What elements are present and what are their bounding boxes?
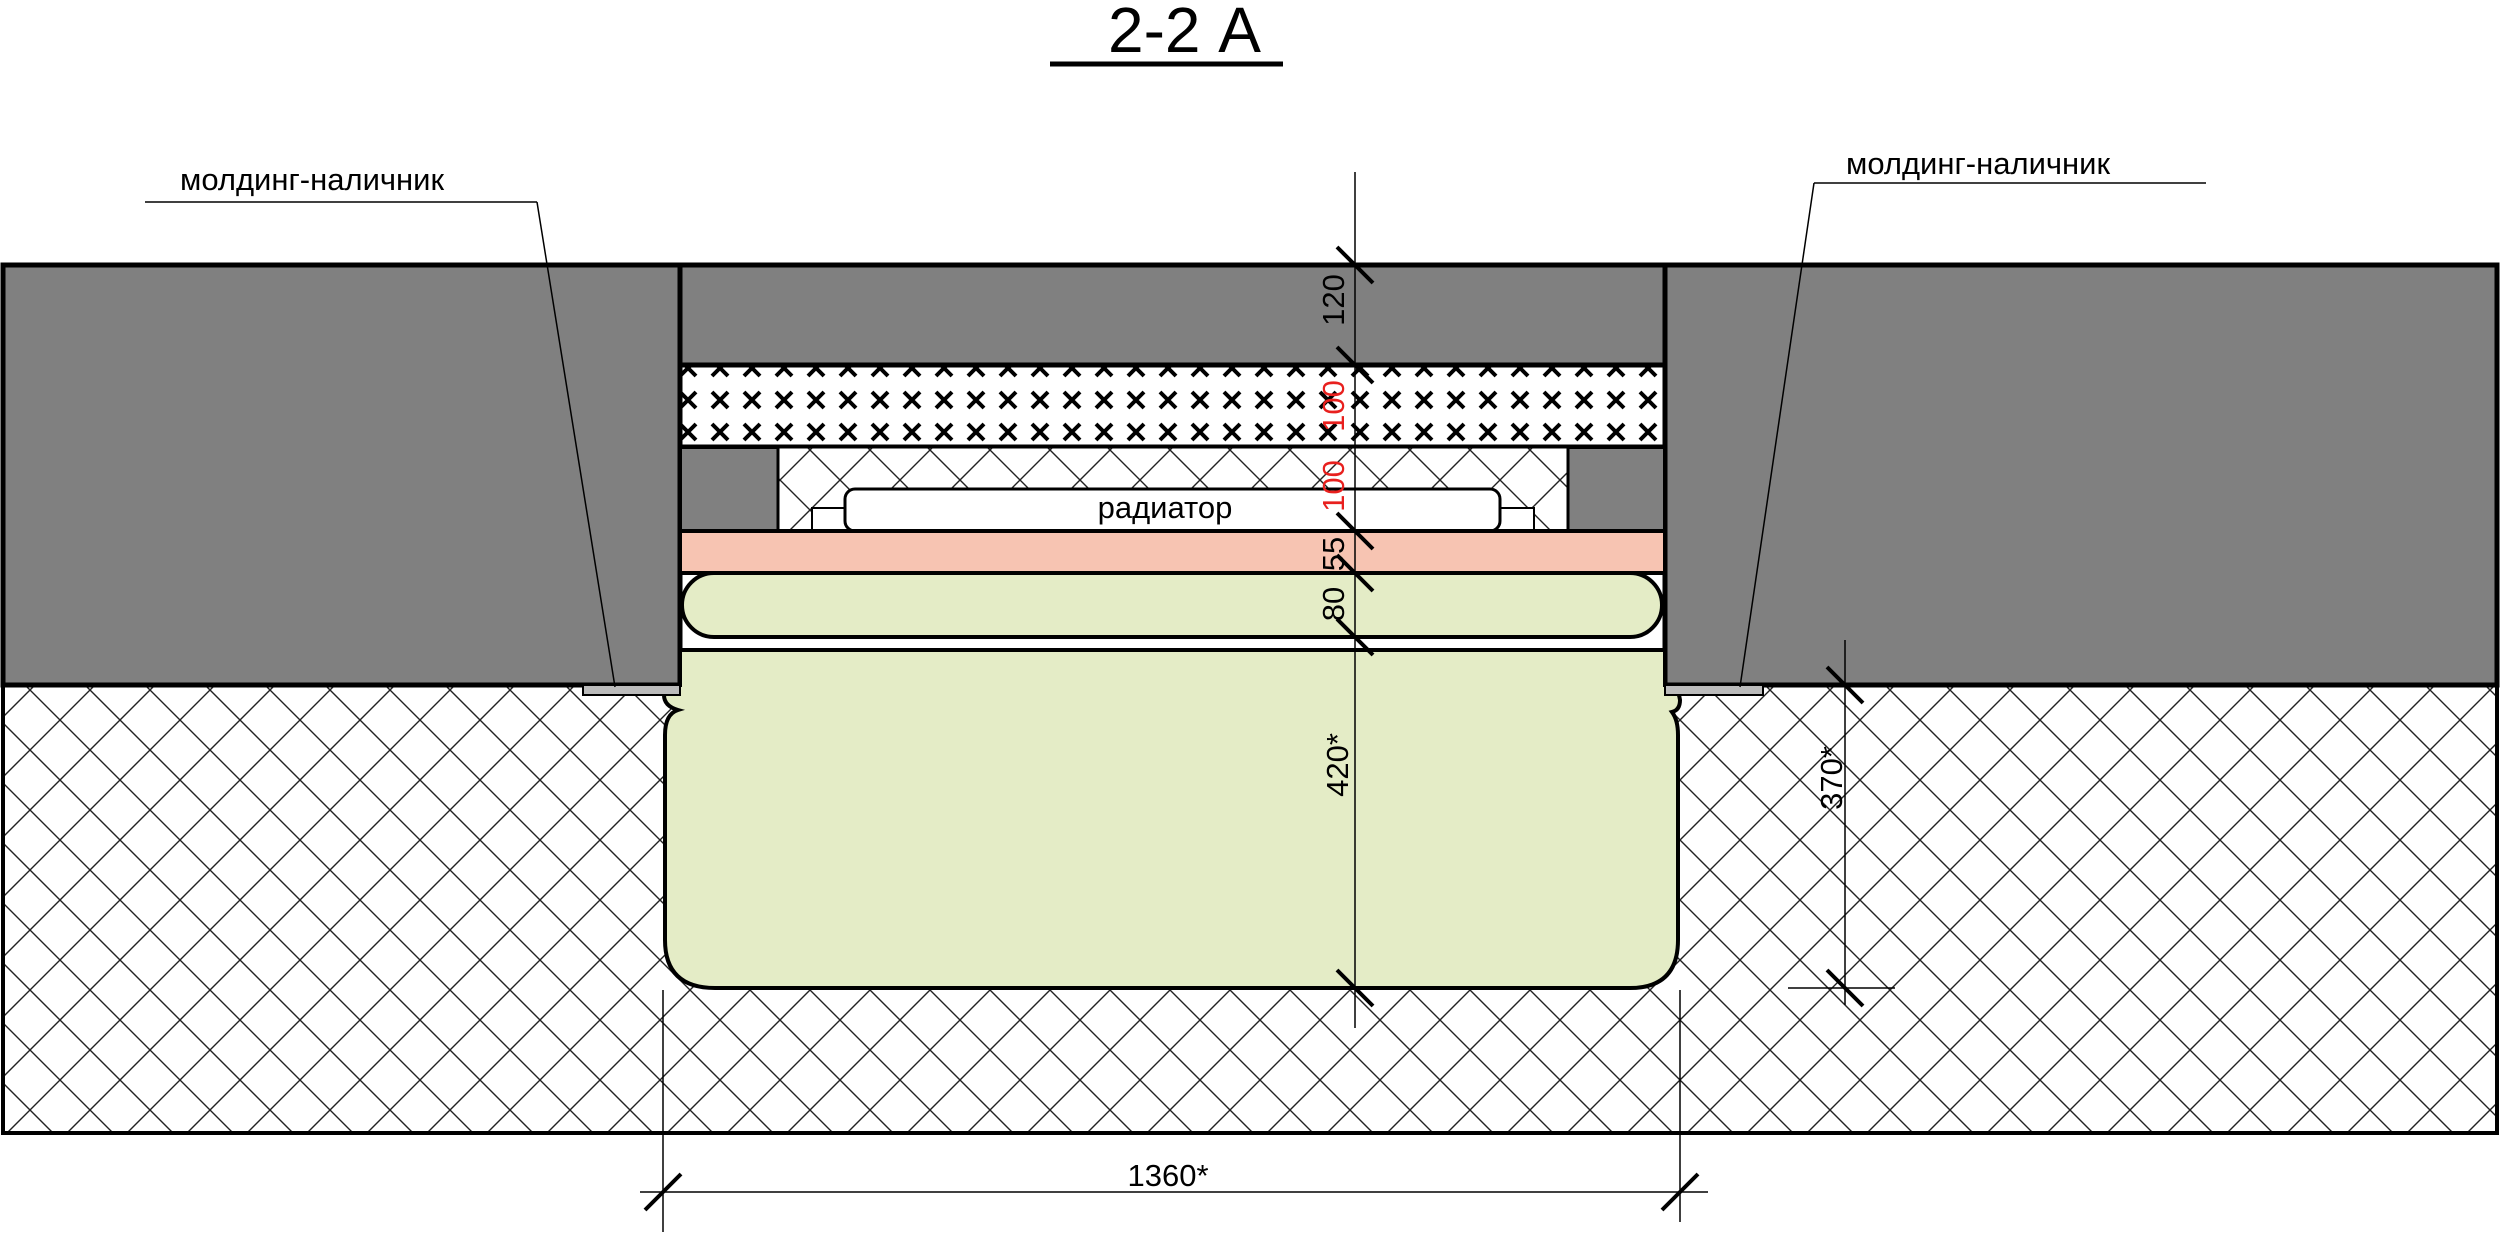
dim-vertical-ticks: [1335, 245, 1375, 1008]
molding-right: [1664, 684, 1764, 696]
molding-left: [582, 684, 681, 696]
sill-board: [678, 529, 1667, 575]
dim-1360-ticks: [643, 1172, 1700, 1212]
dim-120: 120: [1316, 274, 1351, 326]
dim-420: 420*: [1320, 733, 1355, 797]
sofa-base: [661, 648, 1683, 990]
dim-100-a: 100: [1316, 380, 1351, 432]
wall-right: [1662, 262, 2500, 688]
sofa-cushion: [680, 571, 1664, 639]
dim-370: 370*: [1814, 746, 1849, 810]
dim-370-ticks: [1825, 665, 1865, 1008]
radiator-label: радиатор: [1098, 490, 1233, 525]
dim-100-b: 100: [1316, 460, 1351, 512]
dim-80: 80: [1316, 587, 1351, 621]
molding-label-left: молдинг-наличник: [180, 162, 444, 197]
leader-left: [536, 201, 616, 688]
drawing-title: 2-2 А: [1108, 0, 1261, 66]
wall-top-lintel: [677, 262, 1668, 368]
insulation-layer: [677, 362, 1668, 450]
dim-1360: 1360*: [1127, 1158, 1208, 1193]
leader-right: [1739, 182, 1815, 688]
wall-left: [0, 262, 683, 688]
molding-label-right: молдинг-наличник: [1846, 146, 2110, 181]
dim-55: 55: [1316, 537, 1351, 571]
